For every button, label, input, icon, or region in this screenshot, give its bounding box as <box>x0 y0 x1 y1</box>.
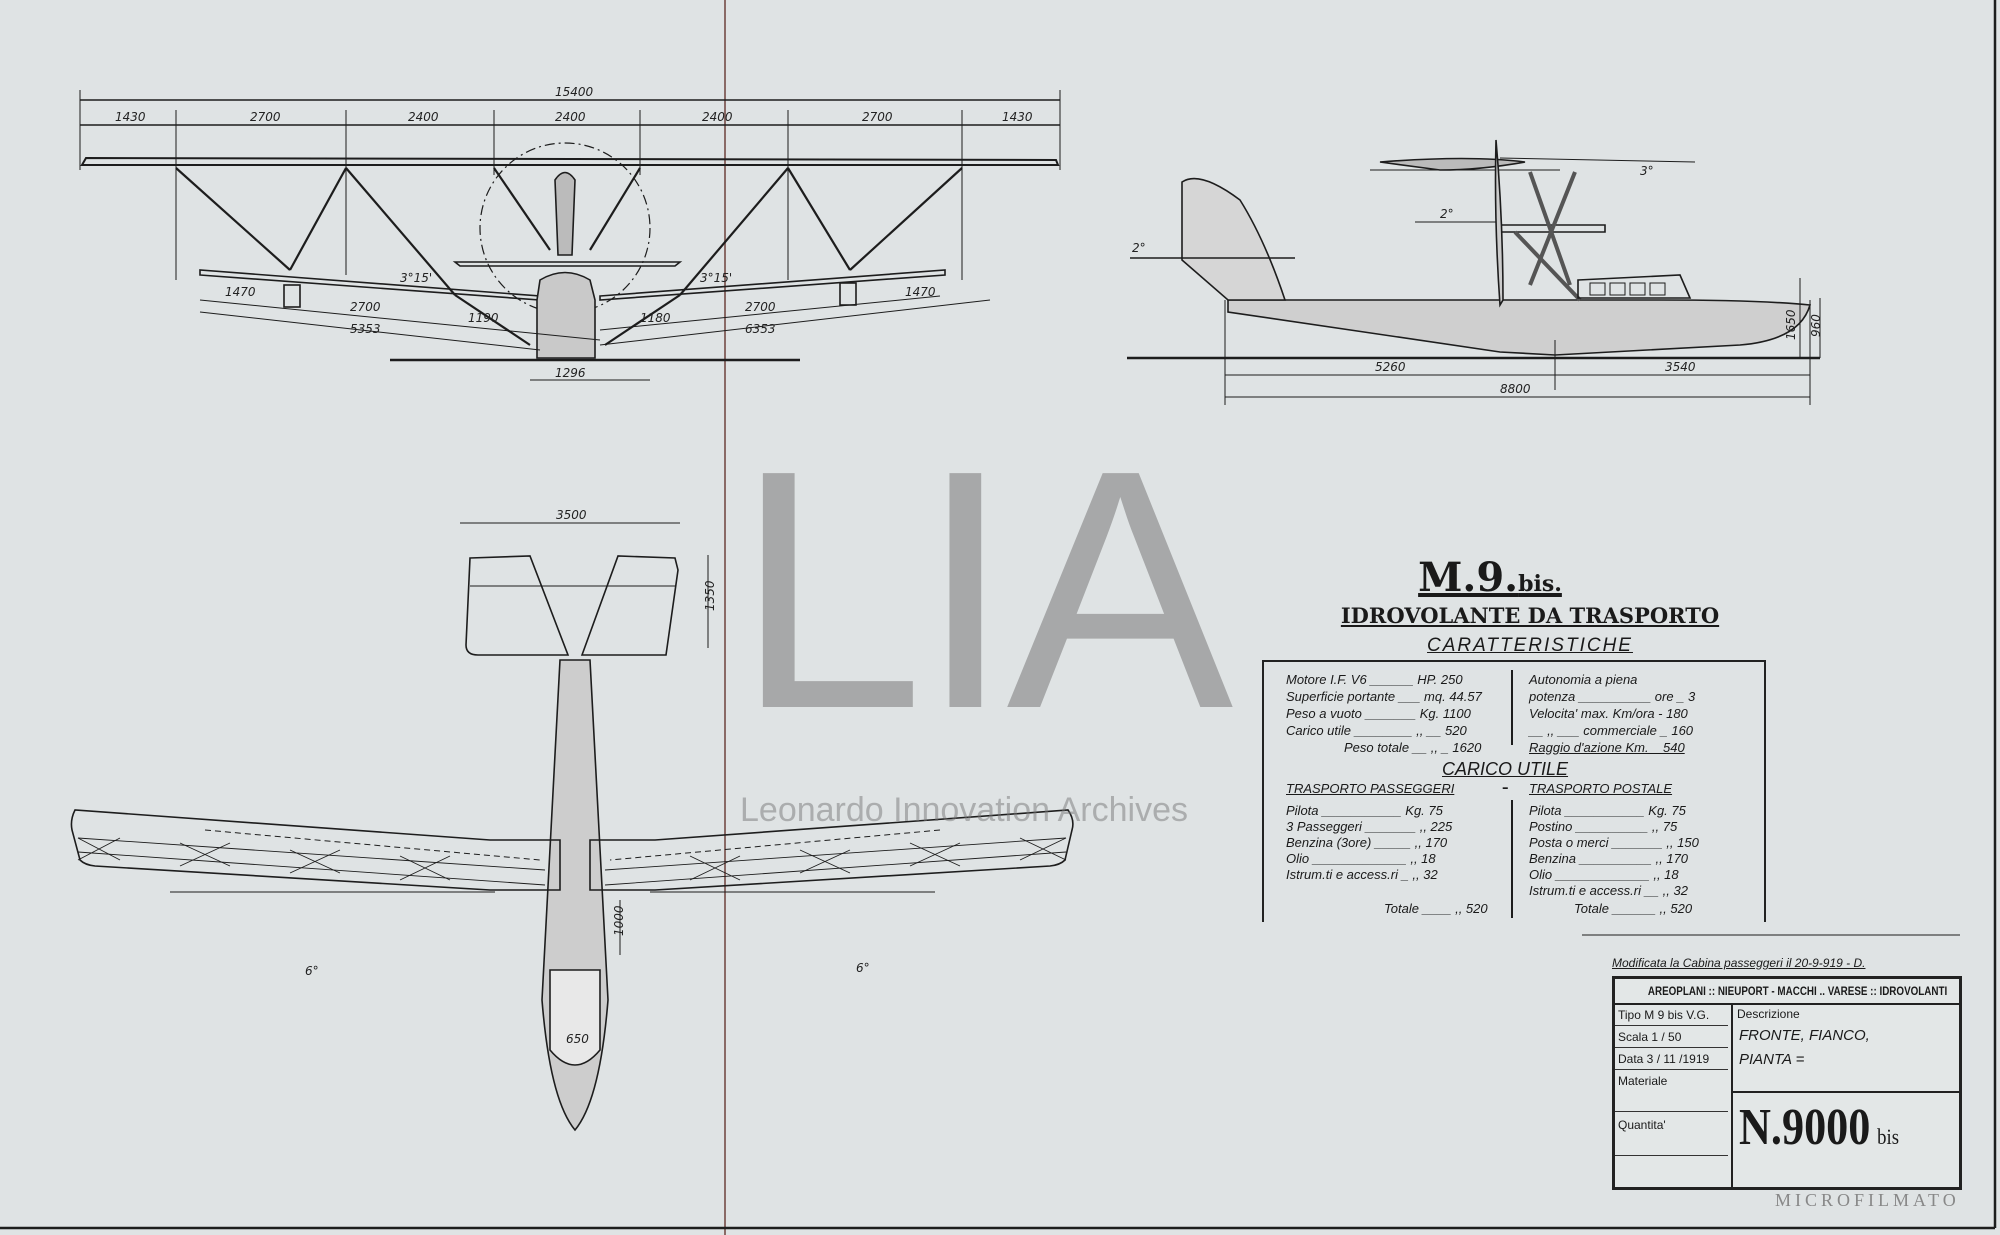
dim-cabin-len: 1000 <box>612 905 626 936</box>
dim-fwd: 3540 <box>1665 360 1696 374</box>
passenger-row: Istrum.ti e access.ri _ ,, 32 <box>1286 867 1438 882</box>
dim-tail-span: 3500 <box>556 508 587 522</box>
dim-length: 8800 <box>1500 382 1531 396</box>
dim-sweep: 6° <box>305 964 319 978</box>
spec-right-2: Velocita' max. Km/ora - 180 <box>1529 706 1688 721</box>
dim-hull-width: 1296 <box>555 366 586 380</box>
aircraft-subtitle: IDROVOLANTE DA TRASPORTO <box>1340 603 1720 628</box>
dim-seg: 1430 <box>115 110 146 124</box>
dim-total-span: 15400 <box>555 85 594 99</box>
dim-seg: 2400 <box>408 110 439 124</box>
descrizione-line-1: FRONTE, FIANCO, <box>1739 1027 1870 1044</box>
plan-view <box>70 522 1074 1132</box>
dim-height-b: 960 <box>1809 314 1823 337</box>
side-view <box>1127 139 1821 405</box>
aircraft-title-suffix: bis. <box>1518 571 1562 597</box>
spec-right-3: __ ,, ___ commerciale _ 160 <box>1529 723 1694 738</box>
number-divider <box>1733 1091 1959 1093</box>
drawing-number-suffix: bis <box>1877 1124 1900 1149</box>
spec-right-1: potenza __________ ore _ 3 <box>1529 689 1696 704</box>
dim-dihedral: 3°15' <box>400 271 432 285</box>
title-block-header: AREOPLANI :: NIEUPORT - MACCHI .. VARESE… <box>1615 979 1959 1005</box>
dim-aft: 5260 <box>1375 360 1406 374</box>
dim-seg: 2700 <box>250 110 281 124</box>
watermark-text: Leonardo Innovation Archives <box>740 791 1188 829</box>
spec-left-3: Carico utile ________ ,, __ 520 <box>1286 723 1467 738</box>
dim-lower: 2700 <box>350 300 381 314</box>
passenger-total: Totale ____ ,, 520 <box>1384 901 1488 916</box>
passenger-row: 3 Passeggeri _______ ,, 225 <box>1286 819 1453 834</box>
front-view <box>79 90 1061 381</box>
dim-lower: 1470 <box>905 285 936 299</box>
dim-sweep: 6° <box>856 961 870 975</box>
dim-cabin-w: 650 <box>566 1032 589 1046</box>
dim-seg: 2400 <box>555 110 586 124</box>
heading-dash: – <box>1502 781 1509 796</box>
spec-right-0: Autonomia a piena <box>1529 672 1638 687</box>
dim-lower: 5353 <box>350 322 381 336</box>
spec-left-2: Peso a vuoto _______ Kg. 1100 <box>1286 706 1471 721</box>
dim-lower: 6353 <box>745 322 776 336</box>
descrizione-line-2: PIANTA = <box>1739 1051 1805 1068</box>
drawing-number-main: N.9000 <box>1739 1099 1871 1156</box>
scala-field: Scala 1 / 50 <box>1615 1027 1728 1048</box>
title-block-header-text: AREOPLANI :: NIEUPORT - MACCHI .. VARESE… <box>1647 984 1948 998</box>
spec-left-4: Peso totale __ ,, _ 1620 <box>1344 740 1482 755</box>
aircraft-title-main: M.9. <box>1418 554 1519 601</box>
tipo-field: Tipo M 9 bis V.G. <box>1615 1005 1728 1026</box>
postal-row: Postino __________ ,, 75 <box>1529 819 1678 834</box>
characteristics-heading: CARATTERISTICHE <box>1427 635 1633 656</box>
dim-seg: 1430 <box>1002 110 1033 124</box>
dim-lower: 1470 <box>225 285 256 299</box>
quantita-field: Quantita' <box>1615 1115 1728 1156</box>
descrizione-label: Descrizione <box>1737 1007 1800 1021</box>
postal-total: Totale ______ ,, 520 <box>1574 901 1693 916</box>
title-block: AREOPLANI :: NIEUPORT - MACCHI .. VARESE… <box>1612 976 1962 1190</box>
modification-note: Modificata la Cabina passeggeri il 20-9-… <box>1612 956 1866 970</box>
spec-right-4: Raggio d'azione Km. _ 540 <box>1529 740 1685 755</box>
passenger-row: Olio _____________ ,, 18 <box>1286 851 1436 866</box>
spec-left-0: Motore I.F. V6 ______ HP. 250 <box>1286 672 1463 687</box>
drawing-number: N.9000 bis <box>1739 1099 1899 1166</box>
dim-lower: 1180 <box>640 311 671 325</box>
postal-row: Benzina __________ ,, 170 <box>1529 851 1689 866</box>
characteristics-box: Motore I.F. V6 ______ HP. 250 Superficie… <box>1262 660 1766 922</box>
dim-tail-chord: 1350 <box>703 580 717 611</box>
materiale-field: Materiale <box>1615 1071 1728 1112</box>
dim-seg: 2400 <box>702 110 733 124</box>
dim-angle-lower: 2° <box>1440 207 1454 221</box>
dim-lower: 1190 <box>468 311 499 325</box>
postal-row: Olio _____________ ,, 18 <box>1529 867 1679 882</box>
postal-row: Posta o merci _______ ,, 150 <box>1529 835 1699 850</box>
postal-heading: TRASPORTO POSTALE <box>1529 781 1673 796</box>
spec-left-1: Superficie portante ___ mq. 44.57 <box>1286 689 1482 704</box>
dim-lower: 2700 <box>745 300 776 314</box>
passenger-heading: TRASPORTO PASSEGGERI <box>1286 781 1455 796</box>
dim-height-a: 1650 <box>1784 309 1798 340</box>
passenger-row: Pilota ___________ Kg. 75 <box>1286 803 1443 818</box>
passenger-row: Benzina (3ore) _____ ,, 170 <box>1286 835 1448 850</box>
dim-angle-tail: 2° <box>1132 241 1146 255</box>
aircraft-title: M.9.bis. <box>1380 555 1600 607</box>
postal-row: Pilota ___________ Kg. 75 <box>1529 803 1686 818</box>
title-block-divider <box>1731 1003 1733 1187</box>
microfilm-stamp: MICROFILMATO <box>1775 1190 1960 1210</box>
data-field: Data 3 / 11 /1919 <box>1615 1049 1728 1070</box>
dim-seg: 2700 <box>862 110 893 124</box>
postal-row: Istrum.ti e access.ri __ ,, 32 <box>1529 883 1688 898</box>
dim-angle-wing: 3° <box>1640 164 1654 178</box>
watermark-logo: LIA <box>735 400 1233 780</box>
dim-dihedral: 3°15' <box>700 271 732 285</box>
payload-heading: CARICO UTILE <box>1442 759 1569 779</box>
propeller-disc <box>479 142 651 314</box>
